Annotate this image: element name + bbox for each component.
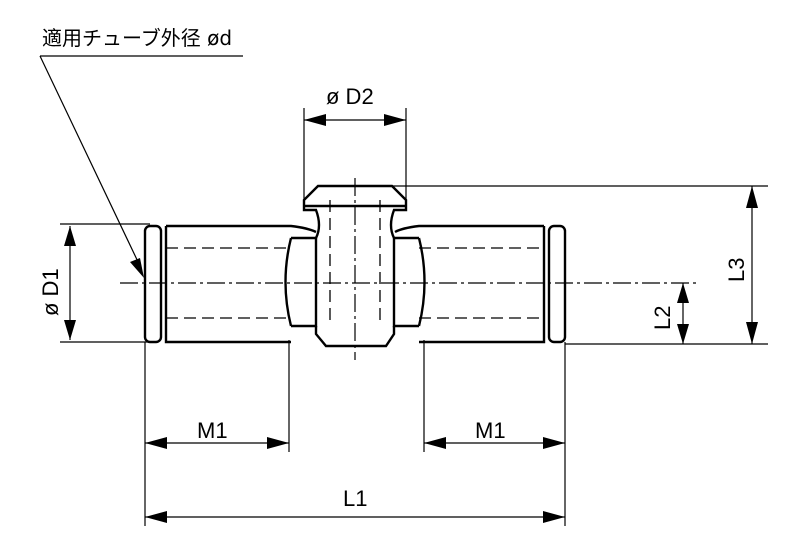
left-collet [291,236,318,328]
d2-label: ø D2 [326,84,374,109]
l3-label: L3 [724,258,749,282]
right-collet [392,236,419,328]
l2-arrow-bottom [677,324,689,344]
l1-label: L1 [343,486,367,511]
m1-left-arrow-right [267,437,289,449]
bottom-collar [314,326,396,348]
l2-arrow-top [677,283,689,303]
left-release-ring [143,224,163,344]
m1-left-label: M1 [197,418,228,443]
m1-right-arrow-right [543,437,565,449]
d2-arrow-right [384,114,406,126]
left-body-outline [164,224,317,344]
left-collet-curve [284,237,293,327]
d1-arrow-bottom [64,320,76,340]
m1-right-label: M1 [475,418,506,443]
right-body-outline [394,224,546,344]
l2-label: L2 [650,306,675,330]
l1-arrow-right [543,511,565,523]
right-collet-curve [417,237,426,327]
tube-od-leader-arrow [130,258,144,278]
m1-left-arrow-left [145,437,167,449]
d1-label: ø D1 [38,268,63,316]
l3-arrow-bottom [746,322,758,344]
d2-arrow-left [304,114,326,126]
d1-arrow-top [64,226,76,246]
l1-arrow-left [145,511,167,523]
right-release-ring [547,224,567,344]
l3-arrow-top [746,186,758,208]
m1-right-arrow-left [424,437,446,449]
tube-od-leader [39,55,141,267]
tube-od-label: 適用チューブ外径 ød [42,26,232,50]
